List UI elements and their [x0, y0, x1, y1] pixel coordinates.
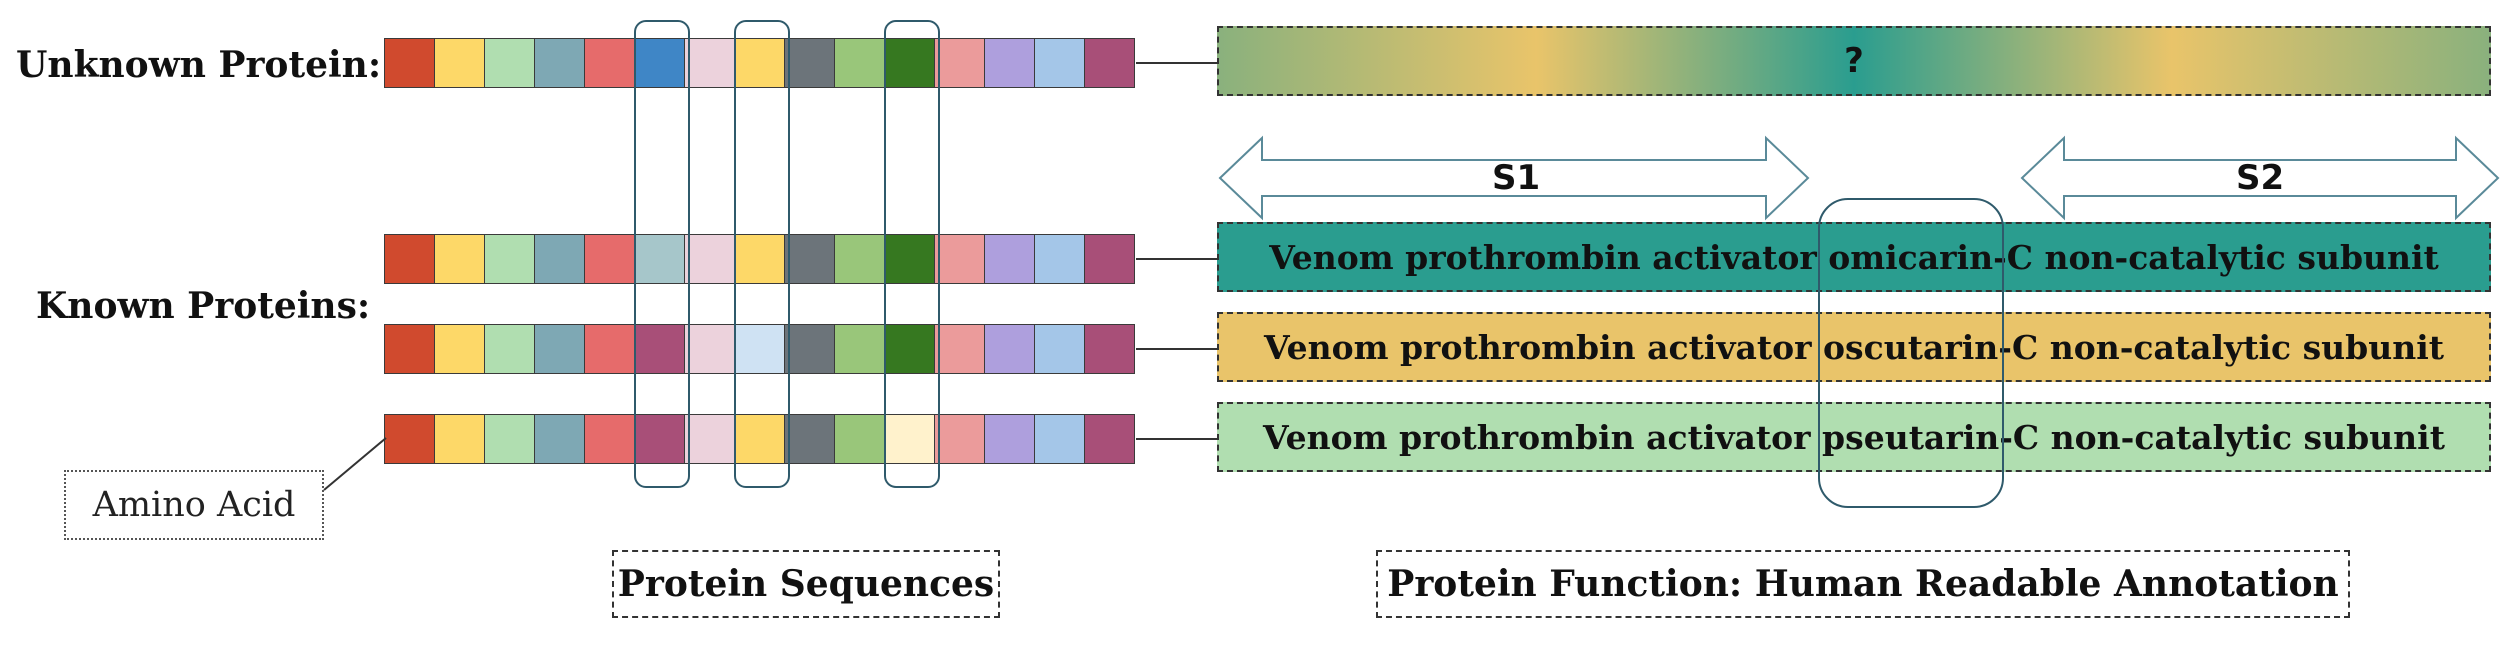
amino-acid-cell	[735, 39, 785, 87]
amino-acid-cell	[435, 325, 485, 373]
amino-acid-cell	[385, 415, 435, 463]
amino-acid-cell	[985, 325, 1035, 373]
amino-acid-cell	[935, 39, 985, 87]
amino-acid-cell	[785, 415, 835, 463]
amino-acid-cell	[985, 39, 1035, 87]
amino-acid-cell	[935, 235, 985, 283]
amino-acid-cell	[1085, 325, 1134, 373]
amino-acid-cell	[785, 325, 835, 373]
amino-acid-cell	[1085, 39, 1134, 87]
amino-acid-cell	[385, 235, 435, 283]
amino-acid-cell	[585, 415, 635, 463]
amino-acid-cell	[685, 235, 735, 283]
query-mark: ?	[1844, 41, 1864, 81]
amino-acid-cell	[535, 325, 585, 373]
amino-acid-cell	[1035, 325, 1085, 373]
amino-acid-cell	[635, 235, 685, 283]
span-label-s2: S2	[2236, 158, 2285, 198]
connector-line	[1136, 258, 1217, 260]
annotation-omicarin: Venom prothrombin activator omicarin-C n…	[1217, 222, 2491, 292]
amino-acid-cell	[435, 39, 485, 87]
amino-acid-cell	[585, 235, 635, 283]
amino-acid-cell	[485, 325, 535, 373]
amino-acid-cell	[935, 415, 985, 463]
amino-acid-cell	[935, 325, 985, 373]
amino-acid-cell	[885, 235, 935, 283]
amino-acid-cell	[835, 235, 885, 283]
amino-acid-cell	[635, 325, 685, 373]
amino-acid-cell	[585, 39, 635, 87]
amino-acid-cell	[785, 235, 835, 283]
amino-acid-cell	[585, 325, 635, 373]
amino-acid-cell	[835, 415, 885, 463]
amino-acid-cell	[1085, 415, 1134, 463]
amino-acid-cell	[485, 415, 535, 463]
unknown-sequence	[384, 38, 1135, 88]
amino-acid-cell	[1085, 235, 1134, 283]
amino-acid-cell	[735, 415, 785, 463]
amino-acid-cell	[535, 415, 585, 463]
amino-acid-cell	[1035, 39, 1085, 87]
annotation-word-highlight	[1818, 198, 2004, 508]
amino-acid-cell	[985, 415, 1035, 463]
annotation-oscutarin: Venom prothrombin activator oscutarin-C …	[1217, 312, 2491, 382]
connector-line	[1136, 348, 1217, 350]
connector-line	[1136, 62, 1217, 64]
double-arrow-icon	[2020, 135, 2500, 221]
protein-sequences-caption: Protein Sequences	[612, 550, 1000, 618]
amino-acid-cell	[735, 235, 785, 283]
amino-acid-cell	[385, 325, 435, 373]
known-proteins-label: Known Proteins:	[36, 285, 371, 327]
column-highlight-6	[634, 20, 690, 488]
known-sequence-1	[384, 234, 1135, 284]
known-sequence-3	[384, 414, 1135, 464]
unknown-annotation-box: ?	[1217, 26, 2491, 96]
amino-acid-cell	[535, 39, 585, 87]
column-highlight-8	[734, 20, 790, 488]
amino-acid-cell	[535, 235, 585, 283]
amino-acid-cell	[835, 39, 885, 87]
known-sequence-2	[384, 324, 1135, 374]
amino-acid-cell	[735, 325, 785, 373]
amino-acid-cell	[785, 39, 835, 87]
span-label-s1: S1	[1492, 158, 1541, 198]
connector-line	[1136, 438, 1217, 440]
amino-acid-cell	[485, 39, 535, 87]
column-highlight-11	[884, 20, 940, 488]
annotation-pseutarin: Venom prothrombin activator pseutarin-C …	[1217, 402, 2491, 472]
amino-acid-cell	[885, 39, 935, 87]
amino-acid-cell	[1035, 235, 1085, 283]
amino-acid-cell	[885, 325, 935, 373]
amino-acid-cell	[635, 39, 685, 87]
amino-acid-callout: Amino Acid	[64, 470, 324, 540]
amino-acid-cell	[435, 235, 485, 283]
amino-acid-cell	[635, 415, 685, 463]
amino-acid-cell	[435, 415, 485, 463]
amino-acid-cell	[385, 39, 435, 87]
protein-function-caption: Protein Function: Human Readable Annotat…	[1376, 550, 2350, 618]
amino-acid-cell	[485, 235, 535, 283]
amino-acid-cell	[885, 415, 935, 463]
unknown-protein-label: Unknown Protein:	[16, 44, 382, 86]
amino-acid-cell	[985, 235, 1035, 283]
double-arrow-icon	[1218, 135, 1810, 221]
amino-acid-cell	[1035, 415, 1085, 463]
